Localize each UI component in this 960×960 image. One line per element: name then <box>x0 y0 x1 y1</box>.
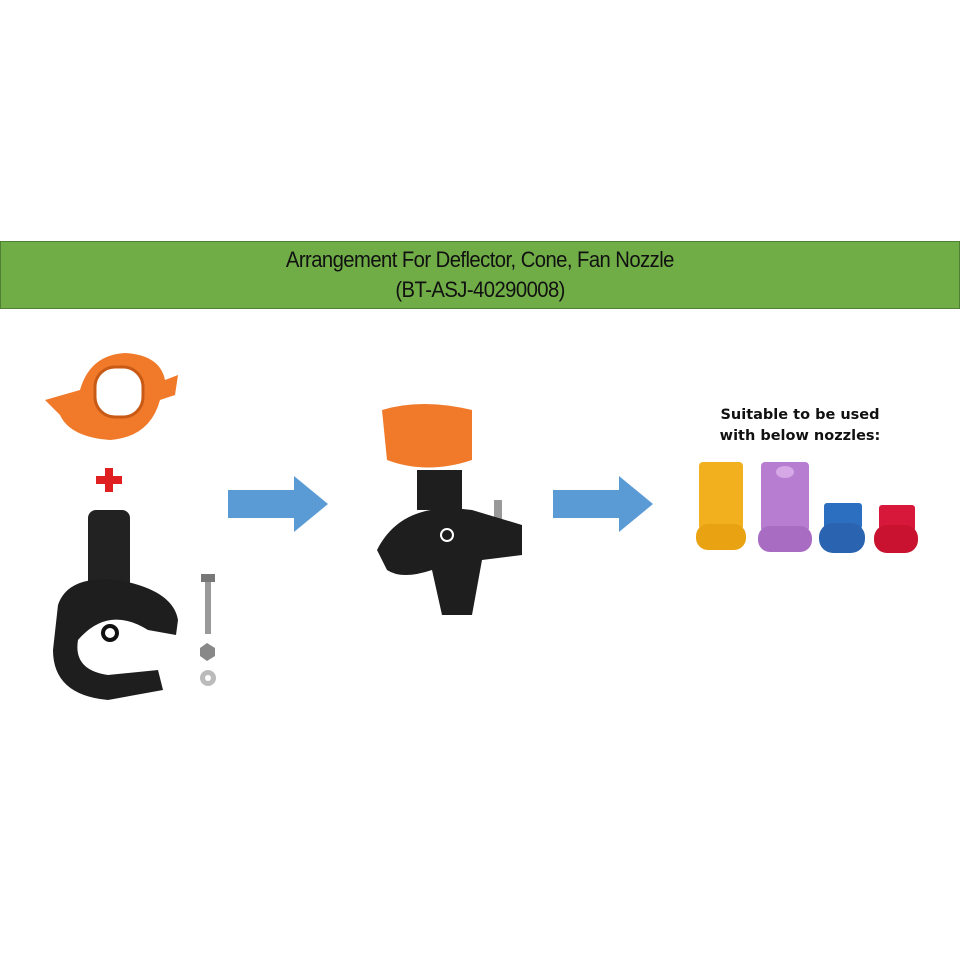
red-nozzle-image <box>874 505 918 553</box>
yellow-nozzle-image <box>696 462 746 550</box>
note-line-1: Suitable to be used <box>720 407 880 423</box>
banner-code: (BT-ASJ-40290008) <box>395 277 565 302</box>
compatibility-note: Suitable to be used with below nozzles: <box>700 405 900 447</box>
blue-nozzle-image <box>819 503 865 553</box>
note-line-2: with below nozzles: <box>719 428 881 444</box>
bolt-nut-washer-image <box>200 574 216 686</box>
purple-nozzle-image <box>758 462 812 552</box>
orange-cap-image <box>45 353 178 440</box>
title-banner: Arrangement For Deflector, Cone, Fan Noz… <box>0 241 960 309</box>
assembled-nozzle-holder-image <box>377 404 522 615</box>
arrow-right-icon <box>228 476 328 532</box>
arrow-right-icon <box>553 476 653 532</box>
banner-title: Arrangement For Deflector, Cone, Fan Noz… <box>285 247 675 272</box>
clamp-body-image <box>53 510 178 700</box>
plus-icon <box>96 468 122 492</box>
